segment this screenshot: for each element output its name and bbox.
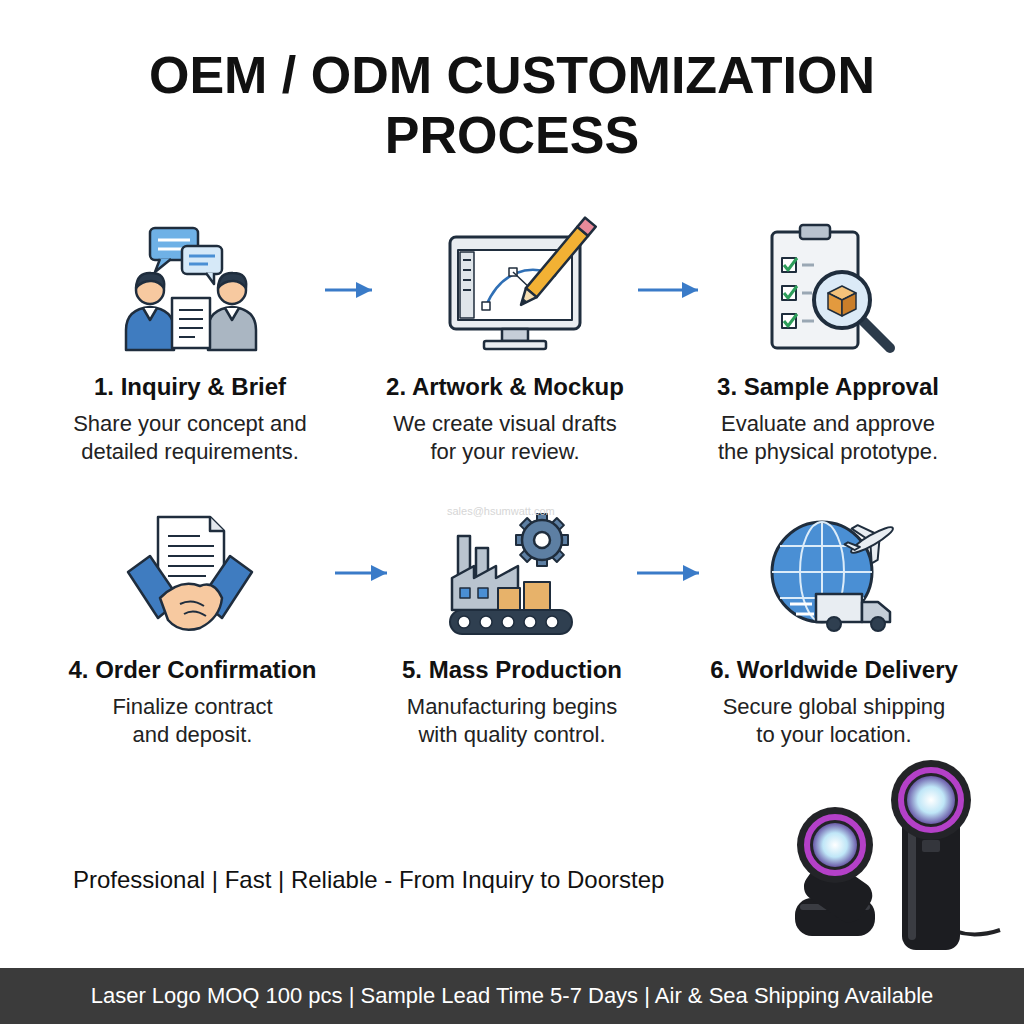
- approval-icon-part: [800, 225, 830, 239]
- factory-icon-part-part: [520, 518, 564, 562]
- artwork-icon-part: [460, 252, 474, 318]
- inquiry-icon-part: [189, 256, 215, 264]
- artwork-icon-part: [482, 302, 490, 310]
- delivery-icon: [772, 511, 903, 631]
- factory-icon-part: [498, 588, 520, 610]
- inquiry-icon-part: [126, 307, 174, 350]
- delivery-icon-part: [772, 522, 872, 622]
- step-heading: 4. Order Confirmation: [50, 655, 335, 685]
- factory-icon-part: [502, 616, 514, 628]
- delivery-icon-part-part: [849, 524, 896, 557]
- factory-icon-part: [546, 616, 558, 628]
- process-step: 6. Worldwide DeliverySecure global shipp…: [699, 505, 969, 755]
- inquiry-icon-part: [172, 298, 210, 348]
- approval-icon-part: [828, 293, 842, 316]
- step-heading: 6. Worldwide Delivery: [699, 655, 969, 685]
- factory-icon-part-part: [534, 532, 550, 548]
- product-illustration-part: [901, 770, 961, 830]
- process-step: 3. Sample ApprovalEvaluate and approve t…: [698, 222, 958, 472]
- diagram-title: OEM / ODM CUSTOMIZATION PROCESS: [136, 45, 888, 165]
- inquiry-icon-part: [218, 273, 246, 288]
- artwork-icon-part-part: [526, 227, 588, 297]
- product-illustration-part: [797, 807, 873, 883]
- product-illustration-part: [922, 840, 940, 852]
- delivery-icon-part: [772, 522, 872, 622]
- factory-icon: [450, 514, 572, 634]
- approval-icon-part: [862, 320, 890, 348]
- delivery-icon-part: [790, 604, 814, 614]
- flow-arrow: [335, 572, 387, 575]
- artwork-icon-part: [502, 329, 528, 341]
- step-description: We create visual drafts for your review.: [385, 410, 625, 466]
- connector-group: [325, 290, 699, 573]
- handshake-icon-part: [180, 601, 206, 616]
- artwork-icon-part-part: [577, 218, 595, 236]
- step-heading: 3. Sample Approval: [698, 372, 958, 402]
- flow-arrow: [638, 289, 698, 292]
- step-heading: 1. Inquiry & Brief: [55, 372, 325, 402]
- process-step: 4. Order ConfirmationFinalize contract a…: [50, 505, 335, 755]
- flow-arrow: [637, 572, 699, 575]
- product-illustration-part: [807, 817, 863, 873]
- approval-icon: [772, 225, 890, 348]
- watermark-text: sales@hsumwatt.com: [447, 505, 555, 517]
- handshake-icon-part: [168, 536, 214, 576]
- artwork-icon: [450, 218, 596, 349]
- step-description: Finalize contract and deposit.: [100, 693, 285, 749]
- product-illustration-part: [891, 760, 971, 840]
- factory-icon-part: [450, 610, 572, 634]
- inquiry-icon: [126, 228, 256, 350]
- factory-icon-part: [458, 616, 470, 628]
- delivery-icon-part: [839, 511, 902, 571]
- factory-icon-part-part: [522, 520, 562, 560]
- inquiry-icon-part: [179, 310, 203, 337]
- product-illustration: [795, 760, 1000, 950]
- approval-icon-part: [784, 258, 797, 326]
- process-step: 1. Inquiry & BriefShare your concept and…: [55, 222, 325, 472]
- factory-icon-part: [516, 514, 568, 566]
- step-description: Evaluate and approve the physical protot…: [711, 410, 946, 466]
- factory-icon-part: [478, 588, 488, 598]
- inquiry-icon-part: [206, 273, 214, 284]
- handshake-icon: [128, 517, 252, 630]
- factory-icon-part: [524, 616, 536, 628]
- product-illustration-part: [813, 823, 857, 867]
- factory-icon-part: [460, 588, 470, 598]
- approval-icon-part: [814, 272, 870, 328]
- handshake-icon-part: [210, 517, 224, 531]
- step-heading: 2. Artwork & Mockup: [372, 372, 638, 402]
- inquiry-icon-part: [155, 259, 171, 272]
- inquiry-icon-part: [208, 307, 256, 350]
- process-step: 2. Artwork & Mockup We create visual draf…: [372, 222, 638, 472]
- step-description: Manufacturing begins with quality contro…: [397, 693, 627, 749]
- inquiry-icon-part: [225, 308, 239, 320]
- approval-icon-part: [802, 265, 814, 321]
- artwork-icon-part: [484, 341, 546, 349]
- band-text: Laser Logo MOQ 100 pcs | Sample Lead Tim…: [91, 983, 934, 1009]
- step-description: Share your concept and detailed requirem…: [58, 410, 323, 466]
- info-band: Laser Logo MOQ 100 pcs | Sample Lead Tim…: [0, 968, 1024, 1024]
- process-step: 5. Mass ProductionManufacturing begins w…: [387, 505, 637, 755]
- delivery-icon-part: [871, 617, 885, 631]
- approval-icon-part: [842, 293, 856, 316]
- artwork-icon-part: [463, 260, 471, 290]
- inquiry-icon-part: [143, 308, 157, 320]
- factory-icon-part: [480, 616, 492, 628]
- artwork-icon-part-part: [516, 288, 537, 309]
- factory-icon-part-part: [520, 518, 564, 562]
- step-description: Secure global shipping to your location.: [717, 693, 952, 749]
- product-illustration-part: [907, 776, 955, 824]
- delivery-icon-part: [827, 617, 841, 631]
- tagline-text: Professional | Fast | Reliable - From In…: [73, 866, 664, 894]
- flow-arrow: [325, 289, 372, 292]
- delivery-icon-part-part: [844, 538, 859, 553]
- artwork-icon-part: [516, 218, 596, 310]
- handshake-icon-part: [160, 584, 222, 630]
- factory-icon-part: [524, 582, 550, 610]
- artwork-icon-part-part: [519, 299, 527, 307]
- step-heading: 5. Mass Production: [387, 655, 637, 685]
- inquiry-icon-part: [182, 246, 222, 274]
- inquiry-icon-part: [136, 273, 164, 288]
